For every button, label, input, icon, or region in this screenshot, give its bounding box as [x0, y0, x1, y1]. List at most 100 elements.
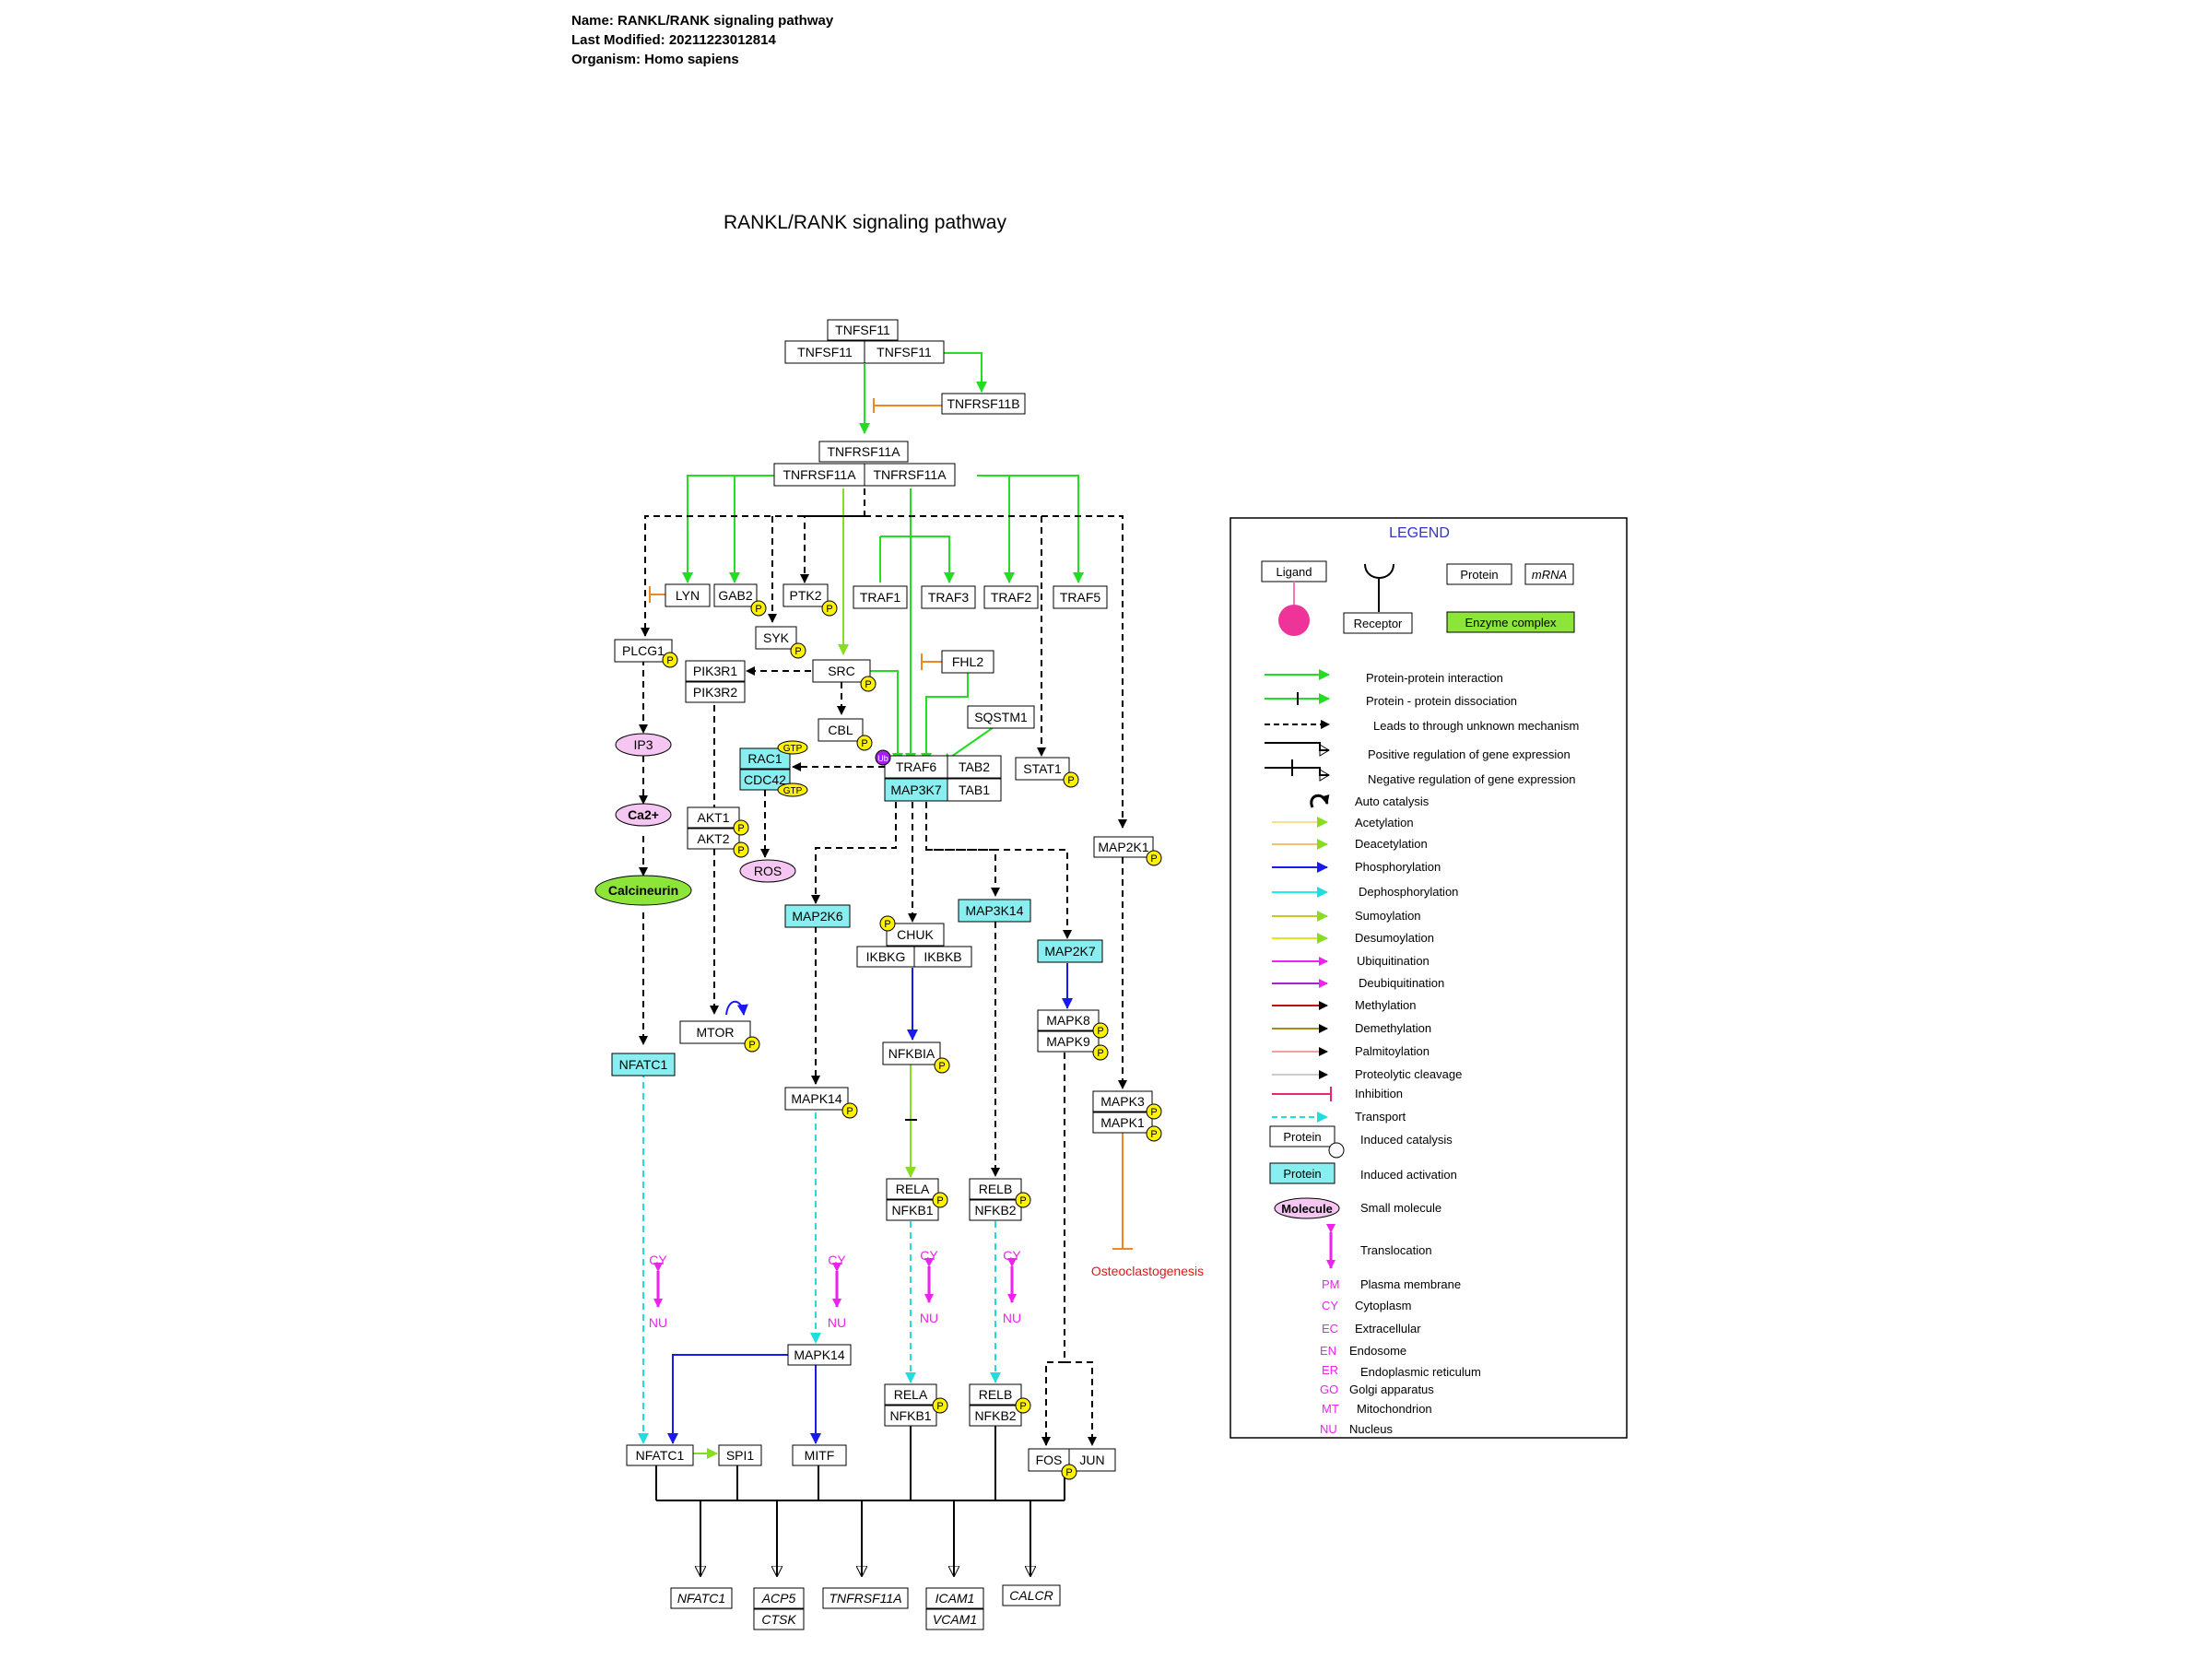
node-chuk[interactable]: CHUK: [886, 923, 945, 947]
svg-text:PLCG1: PLCG1: [622, 643, 665, 658]
svg-text:TRAF5: TRAF5: [1060, 590, 1101, 605]
molecule-ip3[interactable]: IP3: [615, 733, 672, 757]
node-mitf[interactable]: MITF: [792, 1444, 847, 1466]
node-nfkb2-cyto[interactable]: NFKB2: [969, 1199, 1022, 1221]
node-traf2[interactable]: TRAF2: [983, 585, 1039, 609]
node-tab2[interactable]: TAB2: [947, 755, 1002, 779]
molecule-ca2[interactable]: Ca2+: [615, 803, 672, 827]
node-mapk3[interactable]: MAPK3: [1092, 1090, 1153, 1112]
legend-enzyme-sample: Enzyme complex: [1446, 611, 1575, 633]
node-pik3r2[interactable]: PIK3R2: [685, 681, 746, 703]
node-map2k1[interactable]: MAP2K1: [1093, 836, 1154, 858]
gene-icam1[interactable]: ICAM1: [925, 1587, 984, 1609]
node-sqstm1[interactable]: SQSTM1: [967, 705, 1035, 729]
node-tnfrsf11a-right[interactable]: TNFRSF11A: [864, 463, 956, 487]
node-tnfsf11[interactable]: TNFSF11: [827, 319, 899, 341]
node-map2k6[interactable]: MAP2K6: [784, 904, 851, 928]
svg-text:RAC1: RAC1: [747, 751, 782, 766]
node-nfkb1-cyto[interactable]: NFKB1: [886, 1199, 939, 1221]
node-relb-cyto[interactable]: RELB: [969, 1178, 1022, 1200]
node-tnfrsf11a[interactable]: TNFRSF11A: [818, 441, 909, 463]
node-syk[interactable]: SYK: [755, 626, 797, 650]
molecule-ros[interactable]: ROS: [739, 859, 796, 883]
svg-text:Ligand: Ligand: [1276, 565, 1312, 579]
svg-text:P: P: [1097, 1048, 1103, 1059]
cy-label: CY: [828, 1253, 846, 1267]
svg-text:NFATC1: NFATC1: [677, 1591, 725, 1606]
node-mapk8[interactable]: MAPK8: [1037, 1009, 1100, 1031]
node-traf1[interactable]: TRAF1: [853, 585, 908, 609]
node-map2k7[interactable]: MAP2K7: [1037, 939, 1103, 963]
svg-text:GAB2: GAB2: [718, 588, 753, 603]
node-traf3[interactable]: TRAF3: [921, 585, 976, 609]
node-mapk14-nuc[interactable]: MAPK14: [787, 1344, 852, 1366]
cy-label: CY: [1003, 1248, 1021, 1263]
node-ikbkg[interactable]: IKBKG: [856, 946, 915, 968]
node-spi1[interactable]: SPI1: [718, 1444, 762, 1466]
gene-ctsk[interactable]: CTSK: [753, 1608, 805, 1630]
node-ikbkb[interactable]: IKBKB: [913, 946, 972, 968]
node-map3k14[interactable]: MAP3K14: [958, 899, 1031, 923]
gene-vcam1[interactable]: VCAM1: [925, 1608, 984, 1630]
svg-text:Ubiquitination: Ubiquitination: [1357, 954, 1430, 968]
gene-acp5[interactable]: ACP5: [753, 1587, 805, 1609]
node-nfatc1-nuc[interactable]: NFATC1: [626, 1444, 694, 1466]
node-tnfsf11-left[interactable]: TNFSF11: [784, 340, 865, 364]
node-cdc42[interactable]: CDC42: [739, 769, 791, 791]
gene-tnfrsf11a[interactable]: TNFRSF11A: [822, 1587, 909, 1609]
svg-text:NFKB2: NFKB2: [974, 1408, 1016, 1423]
node-fhl2[interactable]: FHL2: [941, 650, 994, 674]
gtp-badge: GTP: [777, 740, 808, 755]
node-akt1[interactable]: AKT1: [687, 806, 740, 829]
node-lyn[interactable]: LYN: [665, 583, 711, 607]
node-traf6[interactable]: TRAF6: [884, 755, 948, 779]
svg-text:P: P: [1150, 853, 1157, 865]
node-akt2[interactable]: AKT2: [687, 828, 740, 850]
node-nfkb1-nuc[interactable]: NFKB1: [884, 1405, 937, 1427]
gene-nfatc1[interactable]: NFATC1: [670, 1587, 733, 1609]
node-cbl[interactable]: CBL: [818, 718, 864, 742]
phospho-badge: P: [1015, 1397, 1031, 1414]
svg-text:Methylation: Methylation: [1355, 998, 1416, 1012]
molecule-calcineurin[interactable]: Calcineurin: [594, 875, 692, 906]
node-gab2[interactable]: GAB2: [713, 583, 758, 607]
nu-label: NU: [828, 1315, 846, 1330]
node-relb-nuc[interactable]: RELB: [969, 1383, 1022, 1406]
node-tnfrsf11b[interactable]: TNFRSF11B: [941, 393, 1026, 415]
svg-text:mRNA: mRNA: [1532, 568, 1567, 582]
svg-text:Golgi apparatus: Golgi apparatus: [1349, 1382, 1434, 1396]
node-src[interactable]: SRC: [812, 659, 871, 683]
node-pik3r1[interactable]: PIK3R1: [685, 660, 746, 682]
node-mapk9[interactable]: MAPK9: [1037, 1030, 1100, 1053]
svg-text:FHL2: FHL2: [952, 654, 983, 669]
node-mapk14-cyto[interactable]: MAPK14: [784, 1087, 849, 1111]
node-rac1[interactable]: RAC1: [739, 747, 791, 770]
node-traf5[interactable]: TRAF5: [1053, 585, 1108, 609]
node-mtor[interactable]: MTOR: [679, 1020, 751, 1044]
node-jun[interactable]: JUN: [1068, 1448, 1116, 1472]
node-rela-nuc[interactable]: RELA: [884, 1383, 937, 1406]
node-nfkb2-nuc[interactable]: NFKB2: [969, 1405, 1022, 1427]
node-stat1[interactable]: STAT1: [1015, 757, 1070, 781]
node-tnfrsf11a-left[interactable]: TNFRSF11A: [773, 463, 865, 487]
organism: Organism: Homo sapiens: [571, 52, 739, 67]
svg-text:TNFSF11: TNFSF11: [877, 345, 932, 359]
node-plcg1[interactable]: PLCG1: [614, 639, 673, 663]
node-tnfsf11-right[interactable]: TNFSF11: [864, 340, 945, 364]
phospho-badge: P: [733, 819, 749, 836]
gene-calcr[interactable]: CALCR: [1002, 1584, 1061, 1606]
svg-text:SQSTM1: SQSTM1: [974, 710, 1028, 724]
svg-text:CBL: CBL: [828, 723, 853, 737]
node-fos[interactable]: FOS: [1028, 1448, 1070, 1472]
node-rela-cyto[interactable]: RELA: [886, 1178, 939, 1200]
svg-text:MTOR: MTOR: [697, 1025, 735, 1040]
svg-text:Demethylation: Demethylation: [1355, 1021, 1431, 1035]
node-nfatc1-cyto[interactable]: NFATC1: [611, 1053, 676, 1077]
node-nfkbia[interactable]: NFKBIA: [882, 1041, 941, 1065]
legend-mrna-sample: mRNA: [1524, 563, 1574, 585]
node-tab1[interactable]: TAB1: [947, 778, 1002, 802]
pathway-header: Name: RANKL/RANK signaling pathway Last …: [571, 11, 833, 69]
node-mapk1[interactable]: MAPK1: [1092, 1112, 1153, 1134]
node-ptk2[interactable]: PTK2: [782, 583, 829, 607]
node-map3k7[interactable]: MAP3K7: [884, 778, 948, 802]
